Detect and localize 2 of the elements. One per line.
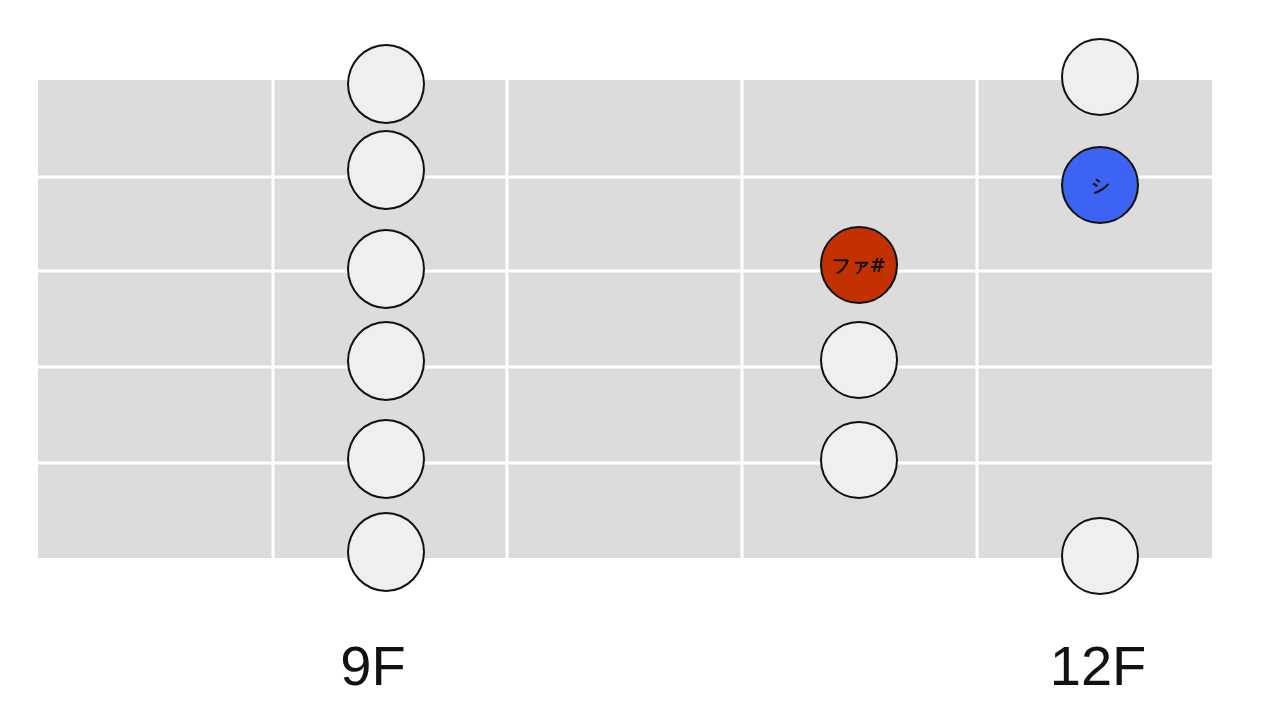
fret-number: 9F <box>340 638 406 694</box>
fret-number: 12F <box>1049 638 1147 694</box>
